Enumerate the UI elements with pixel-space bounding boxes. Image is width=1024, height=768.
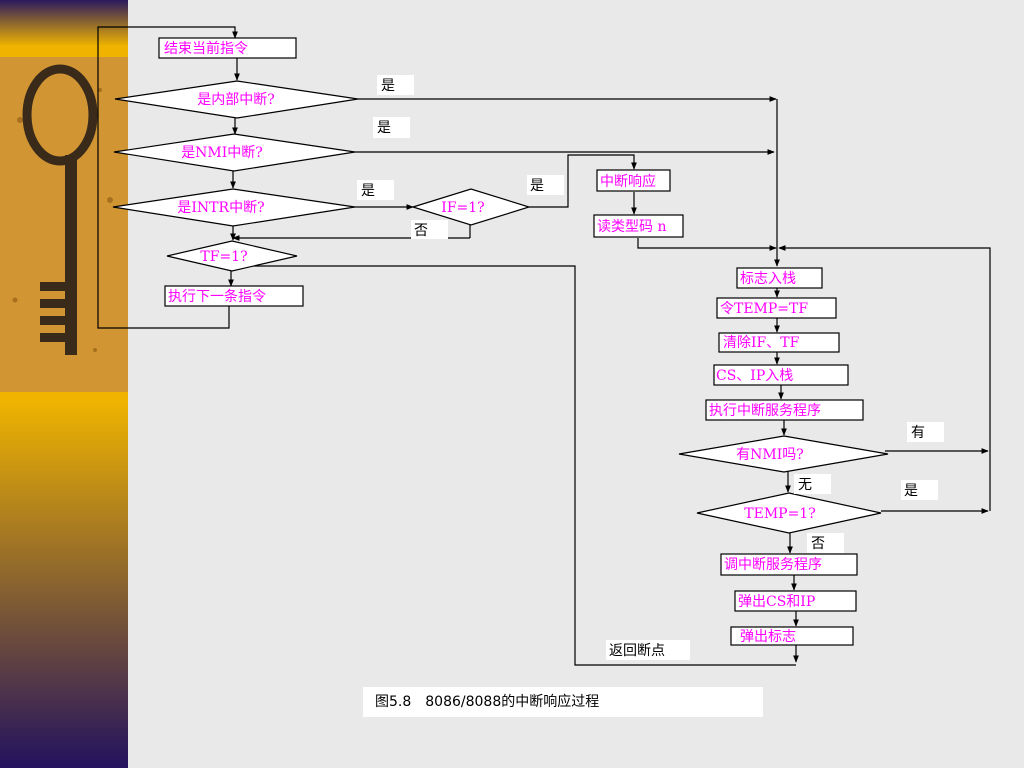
- read-type-node: 读类型码 n: [593, 214, 684, 238]
- edge-label-yes-if: 是: [527, 175, 564, 195]
- q-intr-node: 是INTR中断?: [112, 188, 356, 227]
- edge-label-yes-nmi: 是: [373, 117, 410, 138]
- q-internal-label: 是内部中断?: [197, 92, 275, 108]
- pop-flags-node: 弹出标志: [730, 626, 854, 646]
- edge-label-yes-internal: 是: [377, 75, 414, 95]
- pop-flags-label: 弹出标志: [740, 629, 796, 645]
- svg-text:否: 否: [811, 536, 825, 552]
- q-temp-node: TEMP=1?: [696, 492, 882, 534]
- svg-text:无: 无: [798, 477, 812, 493]
- q-if-label: IF=1?: [441, 200, 484, 216]
- edge-label-no-if: 否: [411, 220, 448, 239]
- return-breakpoint-label: 返回断点: [609, 643, 665, 659]
- svg-text:是: 是: [904, 483, 918, 499]
- exec-next-label: 执行下一条指令: [168, 288, 266, 305]
- q-tf-label: TF=1?: [200, 249, 247, 265]
- push-flags-node: 标志入栈: [736, 267, 823, 289]
- q-intr-label: 是INTR中断?: [177, 200, 264, 216]
- svg-text:是: 是: [361, 183, 375, 199]
- q-has-nmi-node: 有NMI吗?: [678, 435, 889, 473]
- read-type-label: 读类型码 n: [597, 218, 666, 235]
- end-instr-node: 结束当前指令: [158, 37, 297, 59]
- q-temp-label: TEMP=1?: [744, 506, 815, 522]
- q-tf-node: TF=1?: [166, 240, 298, 272]
- connectors: [97, 26, 991, 666]
- push-cs-ip-label: CS、IP入栈: [716, 368, 793, 384]
- temp-tf-node: 令TEMP=TF: [716, 297, 837, 319]
- pop-cs-ip-label: 弹出CS和IP: [738, 594, 815, 610]
- push-cs-ip-node: CS、IP入栈: [713, 364, 849, 386]
- svg-text:是: 是: [381, 78, 395, 94]
- q-has-nmi-label: 有NMI吗?: [736, 447, 804, 463]
- q-nmi-label: 是NMI中断?: [181, 145, 263, 161]
- end-instr-label: 结束当前指令: [164, 40, 248, 57]
- pop-cs-ip-node: 弹出CS和IP: [734, 590, 857, 612]
- edge-label-none-nmi: 无: [794, 474, 831, 494]
- clear-if-tf-node: 清除IF、TF: [718, 332, 840, 353]
- svg-text:否: 否: [414, 223, 428, 239]
- key-image: [0, 57, 128, 392]
- int-ack-label: 中断响应: [600, 173, 656, 190]
- sidebar-decoration: [0, 0, 128, 768]
- exec-isr-label: 执行中断服务程序: [709, 403, 821, 419]
- q-internal-node: 是内部中断?: [114, 80, 359, 119]
- edge-label-yes-intr: 是: [357, 180, 394, 200]
- call-isr-node: 调中断服务程序: [720, 553, 858, 576]
- edge-label-has-nmi: 有: [907, 422, 944, 442]
- call-isr-label: 调中断服务程序: [724, 557, 822, 573]
- q-nmi-node: 是NMI中断?: [113, 133, 356, 172]
- q-if-node: IF=1?: [410, 188, 532, 226]
- clear-if-tf-label: 清除IF、TF: [723, 335, 800, 351]
- svg-text:是: 是: [530, 178, 544, 194]
- svg-text:有: 有: [911, 425, 925, 441]
- temp-tf-label: 令TEMP=TF: [720, 301, 808, 317]
- return-breakpoint-node: 返回断点: [606, 640, 690, 660]
- push-flags-label: 标志入栈: [740, 271, 796, 287]
- exec-next-node: 执行下一条指令: [164, 285, 304, 307]
- exec-isr-node: 执行中断服务程序: [705, 399, 864, 421]
- figure-caption: 图5.8 8086/8088的中断响应过程: [363, 687, 763, 717]
- svg-text:是: 是: [377, 120, 391, 136]
- edge-label-yes-temp: 是: [901, 480, 938, 500]
- edge-label-no-temp: 否: [807, 533, 844, 553]
- int-ack-node: 中断响应: [596, 169, 671, 192]
